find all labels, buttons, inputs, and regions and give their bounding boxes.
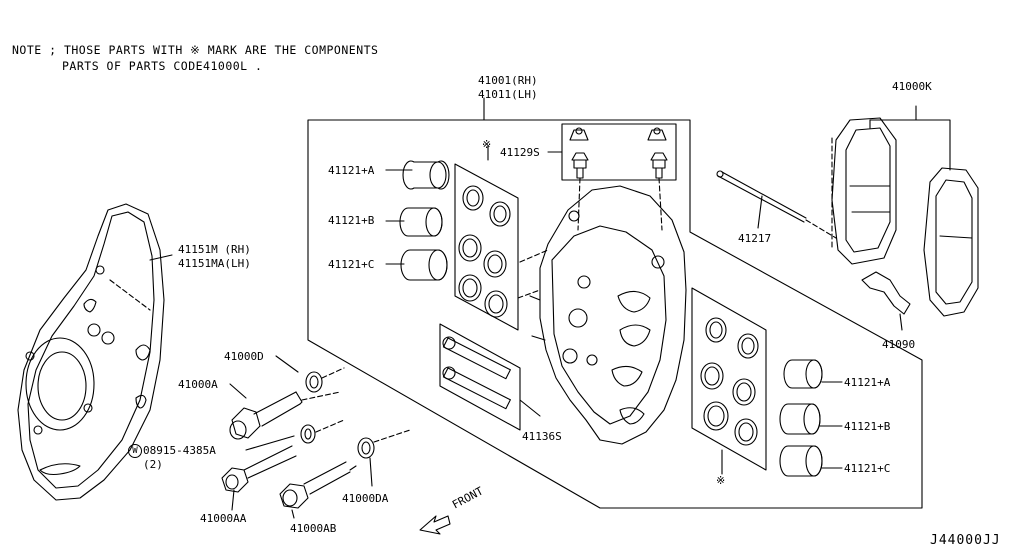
label-piston-c-left: 41121+C <box>328 258 375 271</box>
assembly-frame <box>307 97 923 509</box>
label-washer-da: 41000DA <box>342 492 389 505</box>
label-bleeder: 41129S <box>500 146 540 159</box>
asterisk-mark-1: ※ <box>482 138 492 151</box>
label-pin-set: 41136S <box>522 430 562 443</box>
label-piston-b-right: 41121+B <box>844 420 891 433</box>
leader-lines <box>385 145 723 475</box>
label-spring: 41090 <box>882 338 916 351</box>
pistons-right <box>779 359 843 477</box>
label-baffle-lh: 41151MA(LH) <box>178 257 251 270</box>
label-baffle-rh: 41151M (RH) <box>178 243 251 256</box>
seal-kit-left <box>454 163 519 331</box>
label-pad-kit: 41000K <box>892 80 932 93</box>
label-bolt-a: 41000A <box>178 378 218 391</box>
note-line-1: NOTE ; THOSE PARTS WITH ※ MARK ARE THE C… <box>12 43 379 57</box>
pin-set <box>439 323 541 431</box>
seal-kit-right <box>691 287 767 471</box>
pad-pin <box>716 170 837 239</box>
label-piston-a-right: 41121+A <box>844 376 891 389</box>
note-line-2: PARTS OF PARTS CODE41000L . <box>62 59 263 73</box>
diagram-code: J44000JJ <box>930 533 1001 548</box>
label-caliper-lh: 41011(LH) <box>478 88 538 101</box>
label-washer-d: 41000D <box>224 350 264 363</box>
front-arrow <box>419 515 451 535</box>
label-piston-b-left: 41121+B <box>328 214 375 227</box>
label-piston-c-right: 41121+C <box>844 462 891 475</box>
caliper-body <box>517 185 687 445</box>
circle-w-mark: W <box>128 444 142 458</box>
label-bolt-ab: 41000AB <box>290 522 337 535</box>
baffle-plate <box>17 203 173 501</box>
pistons-left <box>385 160 450 281</box>
label-bolt-aa: 41000AA <box>200 512 247 525</box>
asterisk-mark-2: ※ <box>716 474 726 487</box>
label-washer-part: 08915-4385A <box>143 444 216 457</box>
mounting-hardware <box>221 355 411 519</box>
label-piston-a-left: 41121+A <box>328 164 375 177</box>
pad-spring <box>861 271 911 331</box>
label-qty: (2) <box>143 458 163 471</box>
label-caliper-rh: 41001(RH) <box>478 74 538 87</box>
label-pad-pin: 41217 <box>738 232 772 245</box>
brake-pads <box>831 105 979 317</box>
bleeder-kit <box>547 123 677 231</box>
